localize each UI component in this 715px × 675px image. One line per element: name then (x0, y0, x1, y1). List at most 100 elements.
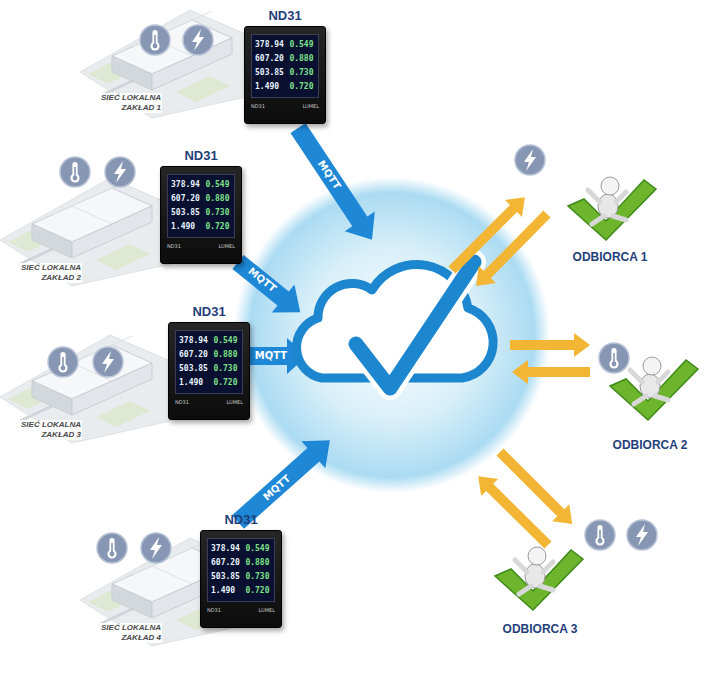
lightning-icon (183, 25, 213, 55)
protocol-label: MQTT (246, 265, 279, 295)
thermometer-icon (585, 520, 615, 550)
data-arrow (468, 206, 556, 295)
mqtt-arrow-shape (283, 118, 387, 250)
display-value: 378.94 (179, 334, 209, 348)
meter-device: ND31378.940.549607.200.880503.850.7301.4… (244, 26, 326, 124)
receiver-figure (495, 547, 583, 610)
bezel-text: LUMEL (303, 103, 319, 110)
device-name: ND31 (184, 148, 217, 163)
receiver-figure (610, 357, 698, 420)
display-value: 1.490 (179, 376, 209, 390)
display-value: 607.20 (171, 192, 201, 206)
network-label: SIEĆ LOKALNA ZAKŁAD 4 (94, 623, 162, 643)
data-arrow-shape (444, 189, 534, 279)
bezel-text: LUMEL (259, 607, 275, 614)
device-name: ND31 (192, 304, 225, 319)
display-value: 0.730 (245, 570, 271, 584)
display-value: 0.720 (205, 220, 231, 234)
lightning-icon (141, 533, 171, 563)
display-value: 0.880 (213, 348, 239, 362)
network-label: SIEĆ LOKALNA ZAKŁAD 2 (14, 263, 82, 283)
data-arrow-shape (510, 333, 590, 357)
meter-bezel-text: ND31LUMEL (175, 399, 243, 406)
display-value: 378.94 (171, 178, 201, 192)
device-name: ND31 (224, 512, 257, 527)
display-value: 0.549 (205, 178, 231, 192)
display-value: 607.20 (211, 556, 241, 570)
bezel-text: ND31 (207, 607, 221, 614)
thermometer-icon (599, 343, 629, 373)
bezel-text: ND31 (167, 243, 181, 250)
display-value: 1.490 (171, 220, 201, 234)
lightning-icon (627, 520, 657, 550)
cloud-glow (234, 177, 550, 493)
display-value: 0.730 (213, 362, 239, 376)
display-value: 503.85 (171, 206, 201, 220)
meter-screen: 378.940.549607.200.880503.850.7301.4900.… (251, 34, 319, 98)
meter-device: ND31378.940.549607.200.880503.850.7301.4… (168, 322, 250, 420)
display-value: 0.730 (289, 66, 315, 80)
data-arrow (470, 468, 557, 554)
data-arrow-shape (470, 468, 557, 554)
receiver-figure (568, 177, 656, 240)
display-value: 0.720 (213, 376, 239, 390)
display-value: 503.85 (211, 570, 241, 584)
data-arrow (444, 189, 534, 279)
display-value: 1.490 (211, 584, 241, 598)
meter-screen: 378.94 0.549 607.20 0.880 503.85 0.730 1.490 0.… (207, 538, 275, 602)
thermometer-icon (60, 157, 90, 187)
display-value: 503.85 (179, 362, 209, 376)
protocol-label: MQTT (255, 350, 287, 362)
receiver-label: ODBIORCA 3 (503, 622, 578, 636)
data-arrow-shape (492, 444, 581, 533)
receiver-label: ODBIORCA 2 (613, 438, 688, 452)
display-value: 0.549 (245, 542, 271, 556)
data-arrow (510, 333, 590, 357)
meter-device: ND31 378.94 0.549 607.20 0.880 503.85 0.730 1.4… (160, 166, 242, 264)
factory-illustration (0, 178, 170, 286)
check-mark (356, 262, 474, 388)
lightning-icon (105, 157, 135, 187)
display-value: 0.549 (289, 38, 315, 52)
display-value: 378.94 (211, 542, 241, 556)
factory-illustration (80, 10, 250, 118)
bezel-text: LUMEL (219, 243, 235, 250)
check-backing (356, 262, 474, 388)
meter-device: ND31 378.94 0.549 607.20 0.880 503.85 0.730 1.4… (200, 530, 282, 628)
meter-bezel-text: ND31 LUMEL (167, 243, 235, 250)
display-value: 0.720 (245, 584, 271, 598)
device-name: ND31 (268, 8, 301, 23)
display-value: 503.85 (255, 66, 285, 80)
meter-bezel-text: ND31 LUMEL (207, 607, 275, 614)
network-label: SIEĆ LOKALNA ZAKŁAD 3 (14, 420, 82, 440)
display-value: 607.20 (179, 348, 209, 362)
mqtt-arrow (283, 118, 387, 250)
protocol-label: MQTT (261, 473, 293, 503)
bezel-text: LUMEL (227, 399, 243, 406)
protocol-label: MQTT (315, 158, 343, 192)
display-value: 0.880 (289, 52, 315, 66)
factory-illustration (0, 335, 170, 443)
display-value: 607.20 (255, 52, 285, 66)
meter-bezel-text: ND31 LUMEL (251, 103, 319, 110)
thermometer-icon (48, 347, 78, 377)
display-value: 0.720 (289, 80, 315, 94)
meter-screen: 378.94 0.549 607.20 0.880 503.85 0.730 1.490 0.… (167, 174, 235, 238)
lightning-icon (515, 145, 545, 175)
display-value: 0.880 (245, 556, 271, 570)
display-value: 378.94 (255, 38, 285, 52)
receiver-label: ODBIORCA 1 (573, 250, 648, 264)
meter-screen: 378.94 0.549 607.20 0.880 503.85 0.730 1.490 0.… (175, 330, 243, 394)
display-value: 0.730 (205, 206, 231, 220)
bezel-text: ND31 (251, 103, 265, 110)
data-arrow-shape (512, 360, 590, 384)
thermometer-icon (140, 25, 170, 55)
display-value: 0.880 (205, 192, 231, 206)
network-label: SIEĆ LOKALNA ZAKŁAD 1 (94, 93, 162, 113)
data-arrow (492, 444, 581, 533)
thermometer-icon (97, 533, 127, 563)
data-arrow (512, 360, 590, 384)
data-arrow-shape (468, 206, 556, 295)
display-value: 0.549 (213, 334, 239, 348)
